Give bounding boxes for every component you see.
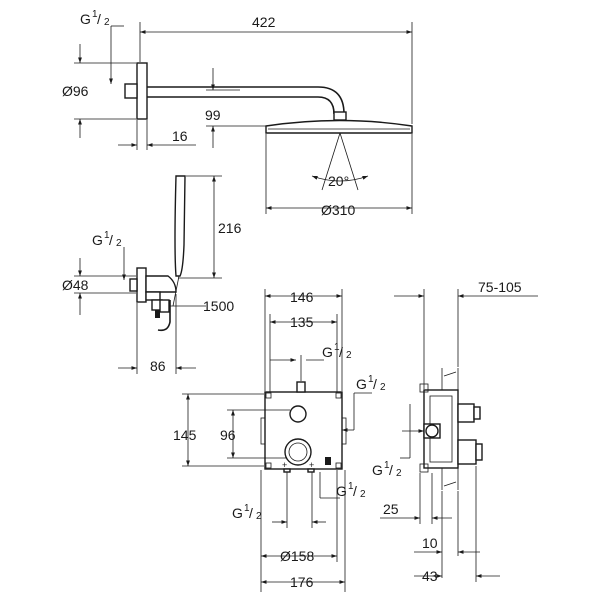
svg-text:/: / <box>97 11 101 27</box>
dim-146: 146 <box>290 289 314 305</box>
svg-text:2: 2 <box>380 382 386 393</box>
svg-text:G: G <box>372 462 383 478</box>
svg-text:G: G <box>322 344 333 360</box>
svg-text:/: / <box>339 344 343 360</box>
hand-shower <box>174 175 186 277</box>
svg-text:G: G <box>336 483 347 499</box>
upper-valve <box>289 405 307 423</box>
dim-16: 16 <box>172 128 188 144</box>
svg-text:1: 1 <box>384 460 390 471</box>
side-lower-valve <box>457 439 477 465</box>
dim-158: Ø158 <box>280 548 314 564</box>
dim-25: 25 <box>383 501 399 517</box>
svg-text:1: 1 <box>244 503 250 514</box>
thread-label-mixer-bottom-right: G 1 / 2 <box>336 481 366 500</box>
svg-text:/: / <box>373 376 377 392</box>
svg-text:1: 1 <box>348 481 354 492</box>
hose <box>157 300 171 332</box>
dim-75-105: 75-105 <box>478 279 522 295</box>
svg-text:2: 2 <box>346 350 352 361</box>
hand-shower-view: 216 1500 Ø48 G 1 / 2 86 <box>62 175 242 374</box>
dim-48: Ø48 <box>62 277 89 293</box>
mixer-front-view: + + 146 135 G 1 / 2 G 1 / <box>173 289 386 592</box>
svg-text:G: G <box>92 232 103 248</box>
svg-text:/: / <box>389 462 393 478</box>
thread-label-mixer-right: G 1 / 2 <box>356 374 386 393</box>
svg-text:1: 1 <box>334 342 340 353</box>
thread-label-top: G 1 / 2 <box>80 9 110 28</box>
outlet-nipple <box>129 278 138 292</box>
angle-arc <box>311 175 369 182</box>
shower-arm-bottom <box>147 96 335 115</box>
angle-label: 20° <box>328 173 349 189</box>
svg-text:2: 2 <box>104 17 110 28</box>
dim-422: 422 <box>252 14 276 30</box>
shower-arm-top <box>147 86 345 115</box>
svg-text:G: G <box>356 376 367 392</box>
wall-flange <box>136 62 148 120</box>
svg-text:/: / <box>249 505 253 521</box>
thread-label-mid: G 1 / 2 <box>92 230 122 249</box>
svg-text:2: 2 <box>360 489 366 500</box>
svg-text:/: / <box>353 483 357 499</box>
svg-text:2: 2 <box>116 238 122 249</box>
mixer-side-view: 75-105 G 1 / 2 25 10 43 <box>372 279 538 584</box>
head-shower-view: 20° 422 99 16 Ø96 G 1 / 2 <box>62 9 413 218</box>
dim-176: 176 <box>290 574 314 590</box>
dim-1500: 1500 <box>203 298 234 314</box>
svg-text:1: 1 <box>104 230 110 241</box>
dim-96-mid: 96 <box>220 427 236 443</box>
dim-99: 99 <box>205 107 221 123</box>
svg-text:1: 1 <box>368 374 374 385</box>
svg-text:+: + <box>282 460 287 470</box>
dim-43: 43 <box>422 568 438 584</box>
thread-label-side: G 1 / 2 <box>372 460 402 479</box>
dim-145: 145 <box>173 427 197 443</box>
top-inlet <box>296 381 306 393</box>
svg-text:/: / <box>109 232 113 248</box>
thread-label-mixer-top: G 1 / 2 <box>322 342 352 361</box>
svg-text:+: + <box>309 460 314 470</box>
dim-86: 86 <box>150 358 166 374</box>
thread-label-mixer-bottom-left: G 1 / 2 <box>232 503 262 522</box>
svg-text:G: G <box>80 11 91 27</box>
spray-line-left <box>321 132 341 191</box>
dim-10: 10 <box>422 535 438 551</box>
svg-text:1: 1 <box>92 9 98 20</box>
spray-line-right <box>339 132 359 191</box>
outlet-flange <box>136 267 147 303</box>
dim-310: Ø310 <box>321 202 355 218</box>
dim-216: 216 <box>218 220 242 236</box>
svg-text:2: 2 <box>396 468 402 479</box>
shower-head <box>265 119 413 134</box>
wall-holder <box>145 275 177 293</box>
dim-135: 135 <box>290 314 314 330</box>
ball-joint <box>333 111 347 121</box>
svg-text:G: G <box>232 505 243 521</box>
dim-96-top: Ø96 <box>62 83 89 99</box>
side-upper-valve <box>457 403 475 423</box>
svg-text:2: 2 <box>256 511 262 522</box>
flange-nipple <box>124 83 138 99</box>
